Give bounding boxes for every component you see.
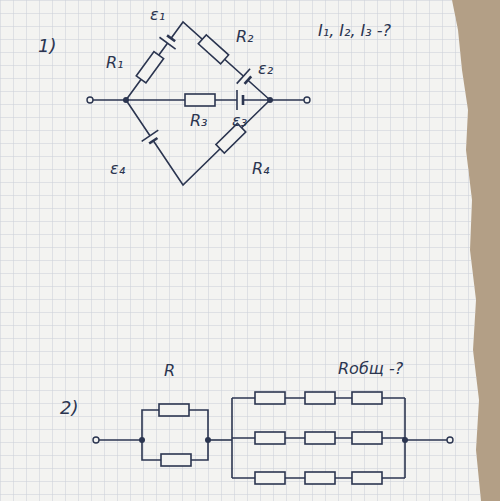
- battery-gap: [237, 69, 255, 88]
- component-label: ε₄: [110, 160, 125, 178]
- paper-sheet: [0, 0, 481, 501]
- resistor-symbol: [255, 392, 285, 404]
- junction-dot: [267, 97, 273, 103]
- resistor-body: [255, 392, 285, 404]
- wire: [126, 22, 270, 100]
- task-number: 1): [38, 36, 56, 56]
- resistor-body: [305, 472, 335, 484]
- resistor-body: [185, 94, 215, 106]
- component-label: ε₂: [258, 60, 273, 78]
- terminal: [93, 437, 99, 443]
- wire: [405, 439, 448, 441]
- battery-plate: [242, 95, 245, 105]
- battery-symbol: [159, 32, 179, 49]
- battery-gap: [142, 130, 162, 146]
- wire: [98, 439, 142, 441]
- resistor-body: [255, 432, 285, 444]
- terminal: [304, 97, 310, 103]
- resistor-symbol: [198, 35, 228, 64]
- battery-gap: [159, 32, 179, 49]
- component-label: ε₁: [150, 6, 165, 24]
- resistor-body: [198, 35, 228, 64]
- battery-symbol: [237, 90, 243, 110]
- component-label: R₁: [106, 54, 124, 72]
- resistor-body: [305, 432, 335, 444]
- resistor-body: [352, 392, 382, 404]
- resistor-symbol: [136, 52, 163, 83]
- wire: [126, 100, 270, 185]
- battery-plate: [167, 35, 175, 41]
- resistor-symbol: [255, 432, 285, 444]
- terminal: [87, 97, 93, 103]
- resistor-symbol: [161, 454, 191, 466]
- resistor-body: [255, 472, 285, 484]
- junction-dot: [139, 437, 145, 443]
- resistor-symbol: [185, 94, 215, 106]
- resistor-body: [161, 454, 191, 466]
- resistor-symbol: [352, 432, 382, 444]
- battery-symbol: [237, 69, 255, 88]
- resistor-symbol: [352, 472, 382, 484]
- resistor-symbol: [255, 472, 285, 484]
- resistor-body: [305, 392, 335, 404]
- task-number: 2): [60, 398, 78, 418]
- junction-dot: [123, 97, 129, 103]
- battery-gap: [237, 90, 243, 110]
- resistor-symbol: [305, 432, 335, 444]
- battery-plate: [245, 76, 252, 83]
- resistor-symbol: [305, 472, 335, 484]
- resistor-symbol: [305, 392, 335, 404]
- resistor-symbol: [159, 404, 189, 416]
- component-label: R: [164, 362, 175, 380]
- battery-plate: [149, 138, 157, 144]
- terminal: [447, 437, 453, 443]
- junction-dot: [402, 437, 408, 443]
- component-label: ε₃: [232, 112, 247, 130]
- component-label: R₂: [236, 28, 254, 46]
- question-note: I₁, I₂, I₃ -?: [318, 22, 391, 40]
- resistor-body: [136, 52, 163, 83]
- battery-plate: [236, 90, 238, 110]
- junction-dot: [205, 437, 211, 443]
- resistor-symbol: [352, 392, 382, 404]
- resistor-body: [159, 404, 189, 416]
- paper-grid: [0, 0, 481, 501]
- battery-symbol: [142, 130, 162, 146]
- question-note: Rобщ -?: [338, 360, 403, 378]
- wire: [208, 439, 232, 441]
- component-label: R₄: [252, 160, 270, 178]
- resistor-body: [352, 472, 382, 484]
- component-label: R₃: [190, 112, 208, 130]
- resistor-body: [352, 432, 382, 444]
